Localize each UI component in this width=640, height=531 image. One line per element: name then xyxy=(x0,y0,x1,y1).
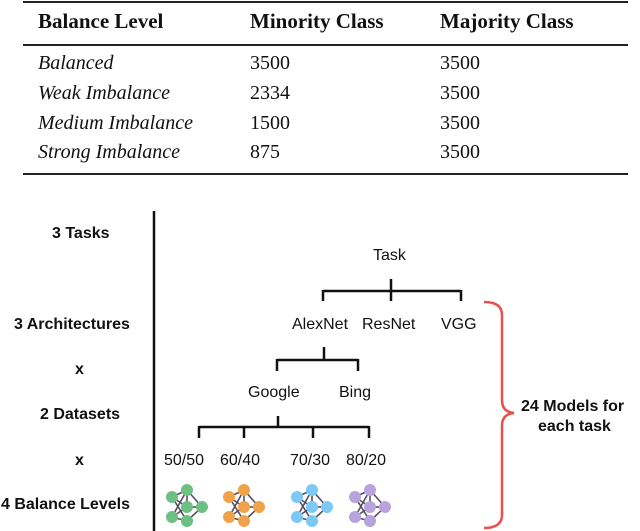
row-balanced-majority: 3500 xyxy=(440,52,480,74)
label-times-1: x xyxy=(75,361,84,378)
row-medium-minority: 1500 xyxy=(250,112,290,134)
row-strong-minority: 875 xyxy=(250,141,280,163)
network-icon-70-30 xyxy=(291,484,333,527)
row-strong-majority: 3500 xyxy=(440,141,480,163)
node-resnet: ResNet xyxy=(362,316,416,333)
network-icon-80-20 xyxy=(349,484,391,527)
label-2-datasets: 2 Datasets xyxy=(40,406,121,423)
network-icon-50-50 xyxy=(166,484,208,527)
node-google: Google xyxy=(248,384,300,401)
table-header-rule xyxy=(23,44,628,46)
header-balance-level: Balance Level xyxy=(38,9,164,33)
row-strong-level: Strong Imbalance xyxy=(38,141,181,163)
row-weak-majority: 3500 xyxy=(440,82,480,104)
node-split-80-20: 80/20 xyxy=(346,452,387,469)
table-top-rule xyxy=(23,1,628,3)
task-tree-connector xyxy=(321,279,463,301)
label-3-architectures: 3 Architectures xyxy=(14,316,130,333)
table-bottom-rule xyxy=(23,173,628,175)
row-medium-level: Medium Imbalance xyxy=(38,112,193,134)
row-weak-level: Weak Imbalance xyxy=(38,82,170,104)
node-bing: Bing xyxy=(339,384,372,401)
label-3-tasks: 3 Tasks xyxy=(52,225,110,242)
dataset-tree-connector xyxy=(197,416,371,438)
header-minority-class: Minority Class xyxy=(250,9,384,33)
curly-bracket xyxy=(483,300,515,530)
node-split-70-30: 70/30 xyxy=(290,452,331,469)
node-alexnet: AlexNet xyxy=(292,316,349,333)
node-vgg: VGG xyxy=(441,316,477,333)
row-balanced-minority: 3500 xyxy=(250,52,290,74)
network-icon-60-40 xyxy=(223,484,265,527)
label-4-balance-levels: 4 Balance Levels xyxy=(1,496,130,513)
row-medium-majority: 3500 xyxy=(440,112,480,134)
bracket-label-line2: each task xyxy=(538,418,611,435)
node-split-60-40: 60/40 xyxy=(220,452,261,469)
row-balanced-level: Balanced xyxy=(38,52,114,74)
node-task: Task xyxy=(373,247,406,264)
row-weak-minority: 2334 xyxy=(250,82,290,104)
bracket-label-line1: 24 Models for xyxy=(521,398,625,415)
architecture-tree-connector xyxy=(275,347,360,371)
header-majority-class: Majority Class xyxy=(440,9,574,33)
label-times-2: x xyxy=(75,452,84,469)
node-split-50-50: 50/50 xyxy=(164,452,205,469)
